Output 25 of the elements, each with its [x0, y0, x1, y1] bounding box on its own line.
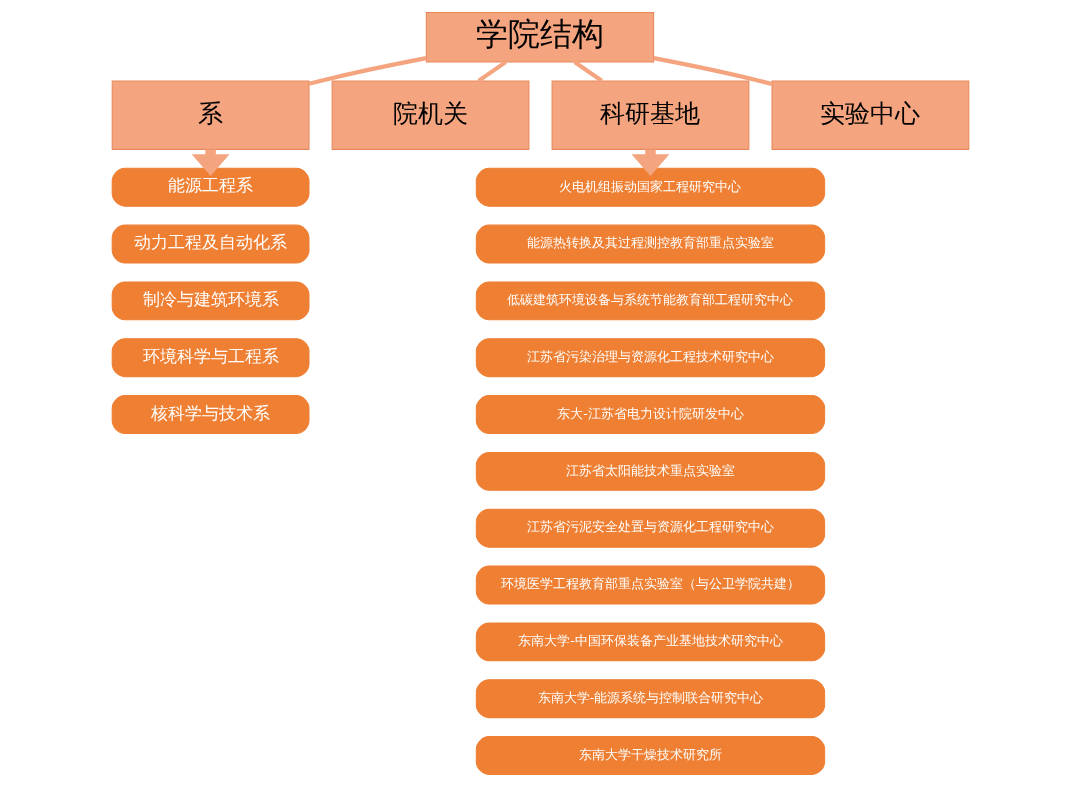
node-box: 环境医学工程教育部重点实验室（与公卫学院共建）	[475, 565, 825, 605]
node-box: 江苏省太阳能技术重点实验室	[475, 451, 825, 491]
node-box: 能源工程系	[111, 167, 309, 207]
node-box: 火电机组振动国家工程研究中心	[475, 167, 825, 207]
node-box: 能源热转换及其过程测控教育部重点实验室	[475, 224, 825, 264]
node-box: 低碳建筑环境设备与系统节能教育部工程研究中心	[475, 281, 825, 321]
node-box: 东南大学干燥技术研究所	[475, 736, 825, 775]
node-box: 东南大学-能源系统与控制联合研究中心	[475, 679, 825, 719]
node-box: 环境科学与工程系	[111, 338, 309, 378]
node-box: 江苏省污泥安全处置与资源化工程研究中心	[475, 508, 825, 548]
node-box: 科研基地	[551, 80, 749, 150]
node-box: 系	[111, 80, 309, 150]
connector	[308, 56, 427, 86]
node-box: 动力工程及自动化系	[111, 224, 309, 264]
node-box: 学院结构	[425, 12, 654, 63]
node-box: 实验中心	[771, 80, 969, 150]
connector	[572, 60, 603, 83]
connector	[477, 60, 507, 83]
node-box: 东大-江苏省电力设计院研发中心	[475, 395, 825, 434]
node-box: 江苏省污染治理与资源化工程技术研究中心	[475, 338, 825, 378]
node-box: 东南大学-中国环保装备产业基地技术研究中心	[475, 622, 825, 662]
node-box: 制冷与建筑环境系	[111, 281, 309, 321]
node-box: 院机关	[331, 80, 529, 150]
connector	[652, 56, 772, 86]
node-box: 核科学与技术系	[111, 395, 309, 434]
